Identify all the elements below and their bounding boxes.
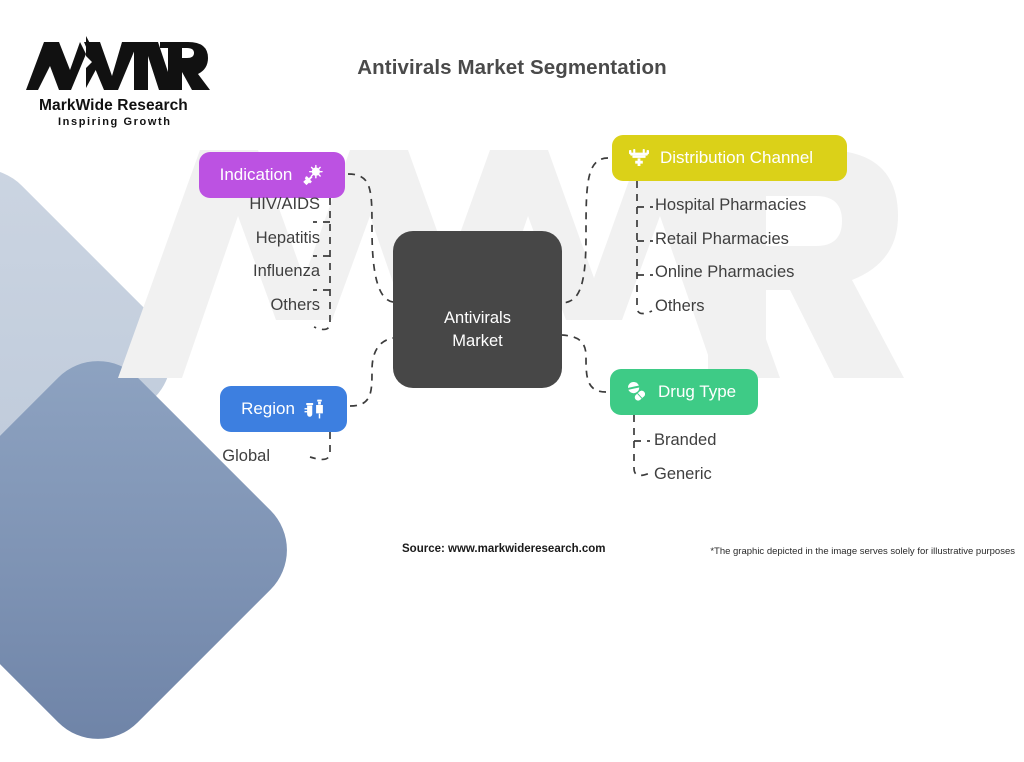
node-drugtype-label: Drug Type [658,382,737,401]
center-label-line2: Market [452,331,503,350]
list-item[interactable]: Retail Pharmacies [655,229,789,248]
node-center-antivirals-market[interactable]: Antivirals Market [393,231,562,388]
list-item[interactable]: Online Pharmacies [655,263,795,281]
vial-syringe-icon [304,398,326,420]
center-label-line1: Antivirals [444,309,511,328]
list-item[interactable]: Global [222,447,270,465]
logo-monogram-icon [26,36,210,90]
leaf-list-drugtype: Branded Generic [654,432,716,499]
leaf-list-indication: HIV/AIDS Hepatitis Influenza Others [60,196,320,330]
logo-name: MarkWide Research [39,97,188,114]
disclaimer-note: *The graphic depicted in the image serve… [710,546,1015,557]
node-region[interactable]: Region [220,386,347,432]
node-distribution-channel[interactable]: Distribution Channel [612,135,847,181]
leaf-list-distribution: Hospital Pharmacies Retail Pharmacies On… [655,197,806,331]
list-item[interactable]: Influenza [253,262,320,280]
list-item[interactable]: Hepatitis [255,228,320,247]
source-note: Source: www.markwideresearch.com [402,543,606,555]
list-item[interactable]: Others [655,296,705,315]
virus-syringe-icon [301,164,324,187]
node-indication-label: Indication [219,165,293,184]
page-title: Antivirals Market Segmentation [357,56,667,79]
hospital-cart-icon [627,146,651,170]
node-drug-type[interactable]: Drug Type [610,369,758,415]
list-item[interactable]: Branded [654,431,717,449]
node-region-label: Region [241,399,295,418]
list-item[interactable]: HIV/AIDS [249,195,320,213]
node-distribution-label: Distribution Channel [660,148,814,167]
pills-icon [625,380,649,404]
logo-tagline: Inspiring Growth [58,116,172,128]
logo: MarkWide Research Inspiring Growth [22,28,212,128]
list-item[interactable]: Generic [654,464,712,483]
leaf-list-region: Global [120,448,270,465]
list-item[interactable]: Hospital Pharmacies [655,196,807,214]
node-indication[interactable]: Indication [199,152,345,198]
list-item[interactable]: Others [270,295,320,314]
